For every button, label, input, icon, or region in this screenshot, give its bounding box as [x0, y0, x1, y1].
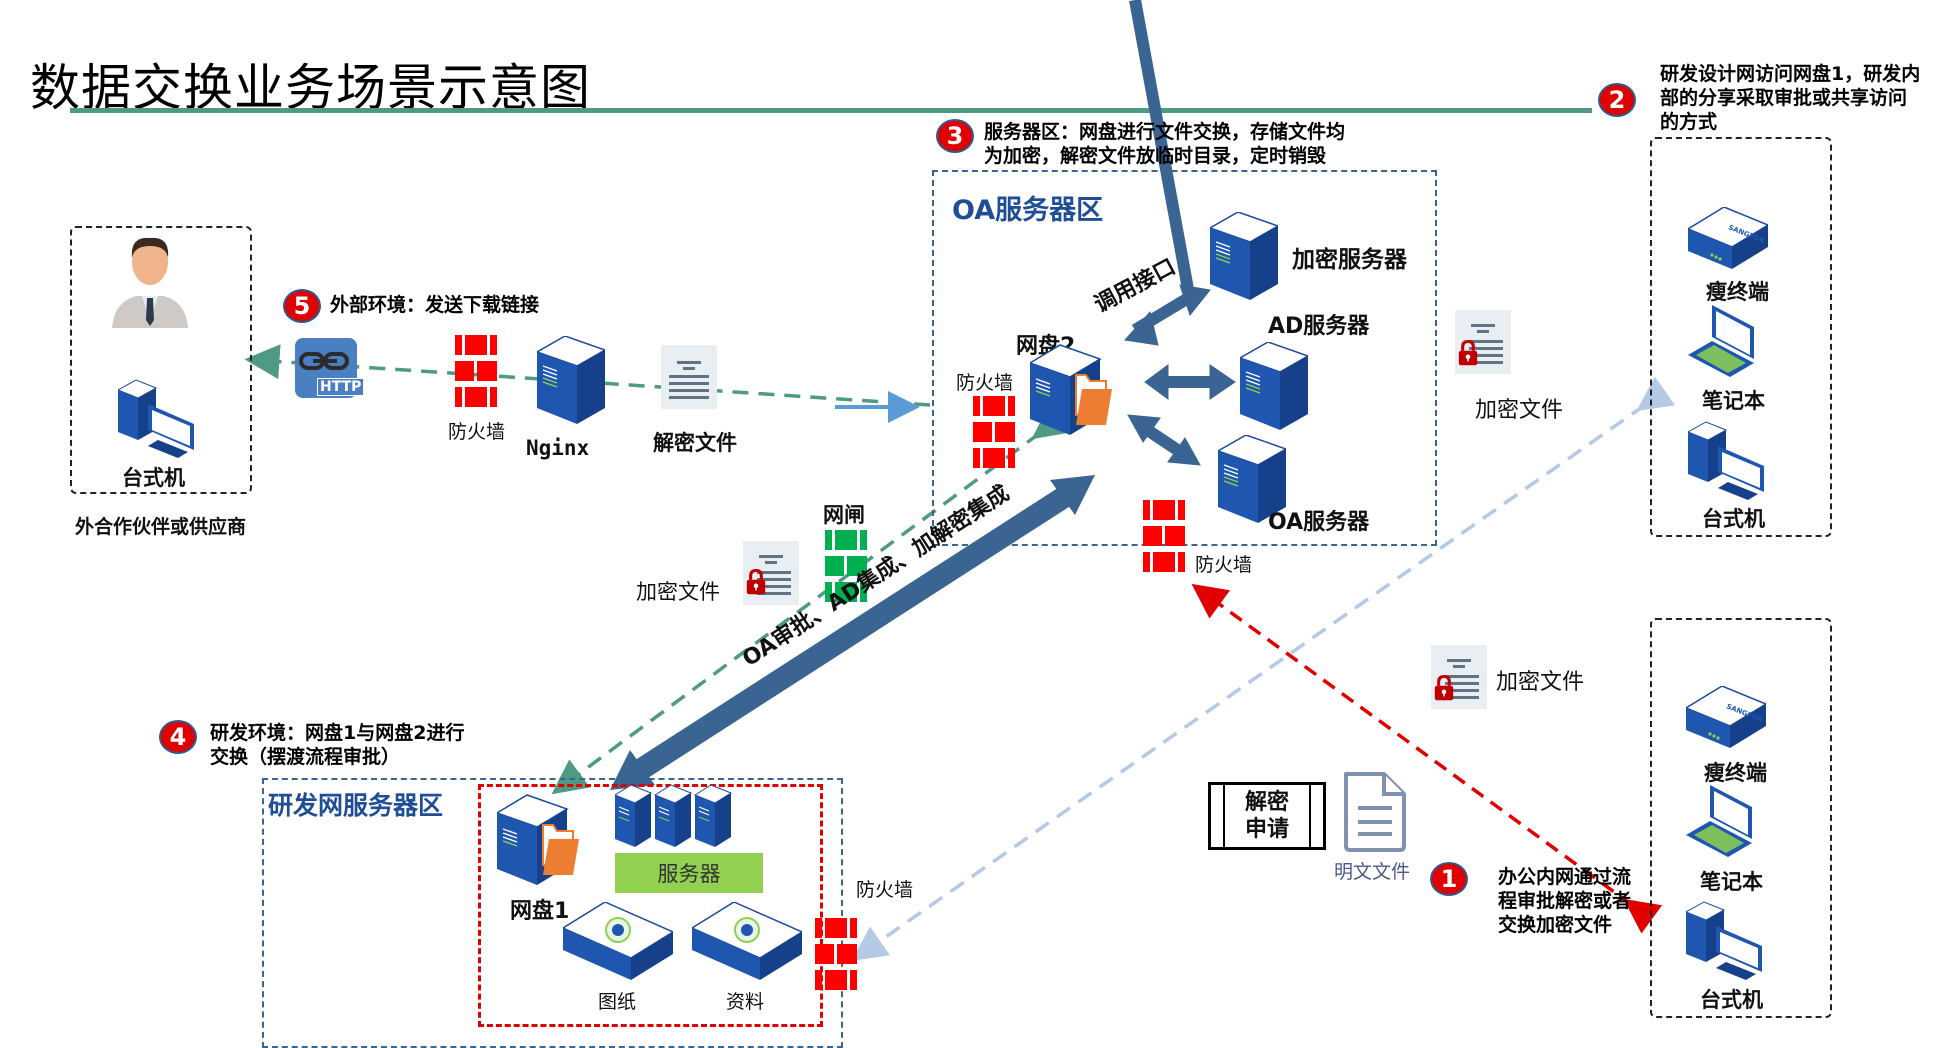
rd-access-line: [851, 376, 1676, 962]
office-encrypted-file-label: 加密文件: [1496, 670, 1585, 695]
netdisk1-label: 网盘1: [510, 899, 570, 924]
decrypt-request-line: 申请: [1244, 817, 1289, 842]
step-badge-3: 3: [936, 119, 974, 153]
rd-secure-area: [478, 784, 823, 1027]
ad-server-label: AD服务器: [1268, 314, 1370, 339]
laptop-icon: [1686, 785, 1756, 863]
external-partner-box: [70, 226, 252, 494]
step-3-line: 服务器区：网盘进行文件交换，存储文件均: [984, 121, 1346, 143]
materials-label: 资料: [726, 991, 765, 1013]
decrypted-file-label: 解密文件: [653, 431, 737, 455]
step-1-line: 交换加密文件: [1498, 914, 1613, 936]
lock-icon: [746, 569, 766, 595]
drawings-appliance-icon: [561, 901, 675, 984]
group1-thin-client-label: 瘦终端: [1706, 280, 1769, 304]
step-1-note: 办公内网通过流 程审批解密或者 交换加密文件: [1498, 865, 1631, 937]
person-icon: [112, 234, 188, 332]
lock-icon: [1434, 675, 1454, 701]
oa-encrypted-file-icon: [1455, 310, 1511, 374]
group2-laptop-label: 笔记本: [1700, 870, 1763, 894]
drawings-label: 图纸: [598, 991, 637, 1013]
nginx-label: Nginx: [526, 436, 590, 460]
rd-zone-title: 研发网服务器区: [268, 791, 444, 820]
partner-desktop-label: 台式机: [122, 466, 185, 490]
partner-caption: 外合作伙伴或供应商: [75, 516, 247, 538]
server-cluster-icon: [613, 784, 765, 857]
group1-laptop-label: 笔记本: [1702, 389, 1765, 413]
netdisk1-server-icon: [495, 793, 607, 892]
oa-zone-title: OA服务器区: [952, 195, 1104, 226]
middle-encrypted-file-label: 加密文件: [636, 580, 720, 604]
step-1-line: 程审批解密或者: [1498, 890, 1632, 912]
step-badge-4: 4: [159, 720, 197, 754]
encrypt-server-icon: [1208, 211, 1280, 304]
netdisk2-server-icon: [1028, 343, 1140, 442]
folder-icon: [542, 824, 579, 875]
group2-thin-client-label: 瘦终端: [1704, 761, 1767, 785]
decrypt-request-process: 解密申请: [1208, 782, 1326, 850]
thin-client-icon: SANGFOR: [1684, 685, 1768, 752]
step-badge-5: 5: [283, 289, 321, 323]
gateway-exchange-line: [551, 404, 1071, 795]
rd-firewall-icon: [815, 918, 857, 990]
office-exchange-line: [1191, 583, 1663, 934]
step-5-note: 外部环境：发送下载链接: [330, 294, 540, 316]
plain-file-icon: [1340, 770, 1410, 856]
step-4-line: 交换（摆渡流程审批）: [210, 746, 401, 768]
middle-encrypted-file-icon: [743, 541, 799, 605]
step-2-line: 的方式: [1660, 111, 1718, 133]
page-title: 数据交换业务场景示意图: [30, 59, 591, 117]
nginx-server-icon: [535, 335, 607, 428]
oa-server-label: OA服务器: [1268, 510, 1370, 535]
lock-icon: [1458, 340, 1478, 366]
desktop-icon: [1686, 420, 1768, 504]
step-badge-2: 2: [1598, 83, 1636, 117]
oa-firewall-icon: [973, 396, 1015, 468]
external-firewall-label: 防火墙: [448, 421, 506, 443]
step-4-line: 研发环境：网盘1与网盘2进行: [210, 722, 465, 744]
step-badge-1: 1: [1430, 862, 1468, 896]
rd-firewall-label: 防火墙: [856, 879, 914, 901]
laptop-icon: [1688, 305, 1758, 383]
title-underline: [70, 108, 1592, 113]
oa-bottom-firewall-label: 防火墙: [1195, 554, 1253, 576]
oa-firewall-label: 防火墙: [956, 372, 1014, 394]
http-link-icon: HTTP: [295, 338, 365, 398]
step-2-line: 研发设计网访问网盘1，研发内: [1660, 63, 1921, 85]
materials-appliance-icon: [690, 901, 804, 984]
folder-icon: [1075, 374, 1112, 425]
api-arrow: [1124, 0, 1211, 346]
ad-server-icon: [1238, 341, 1310, 434]
desktop-icon: [1684, 900, 1766, 984]
encrypt-server-label: 加密服务器: [1292, 247, 1407, 273]
decrypted-file-icon: [661, 345, 717, 409]
step-2-line: 部的分享采取审批或共享访问: [1660, 87, 1908, 109]
server-label-bar: 服务器: [615, 853, 763, 893]
plain-file-label: 明文文件: [1334, 861, 1411, 883]
endpoint-group-1: [1650, 137, 1832, 537]
group1-desktop-label: 台式机: [1702, 507, 1765, 531]
step-4-note: 研发环境：网盘1与网盘2进行 交换（摆渡流程审批）: [210, 721, 464, 769]
gateway-icon: [825, 530, 867, 602]
decrypt-request-line: 解密: [1244, 790, 1289, 815]
oa-encrypted-file-label: 加密文件: [1475, 398, 1564, 423]
group2-desktop-label: 台式机: [1700, 988, 1763, 1012]
step-3-line: 为加密，解密文件放临时目录，定时销毁: [984, 145, 1327, 167]
http-badge: HTTP: [317, 378, 365, 396]
office-encrypted-file-icon: [1431, 645, 1487, 709]
oa-bottom-firewall-icon: [1143, 500, 1185, 572]
thin-client-icon: SANGFOR: [1686, 206, 1770, 273]
oa-server-icon: [1216, 434, 1288, 527]
step-2-note: 研发设计网访问网盘1，研发内 部的分享采取审批或共享访问 的方式: [1660, 62, 1950, 134]
partner-desktop-icon: [116, 378, 198, 462]
step-3-note: 服务器区：网盘进行文件交换，存储文件均 为加密，解密文件放临时目录，定时销毁: [984, 120, 1345, 168]
step-1-line: 办公内网通过流: [1498, 866, 1632, 888]
gateway-label: 网闸: [823, 503, 865, 527]
external-firewall-icon: [455, 335, 497, 407]
endpoint-group-2: [1650, 618, 1832, 1018]
